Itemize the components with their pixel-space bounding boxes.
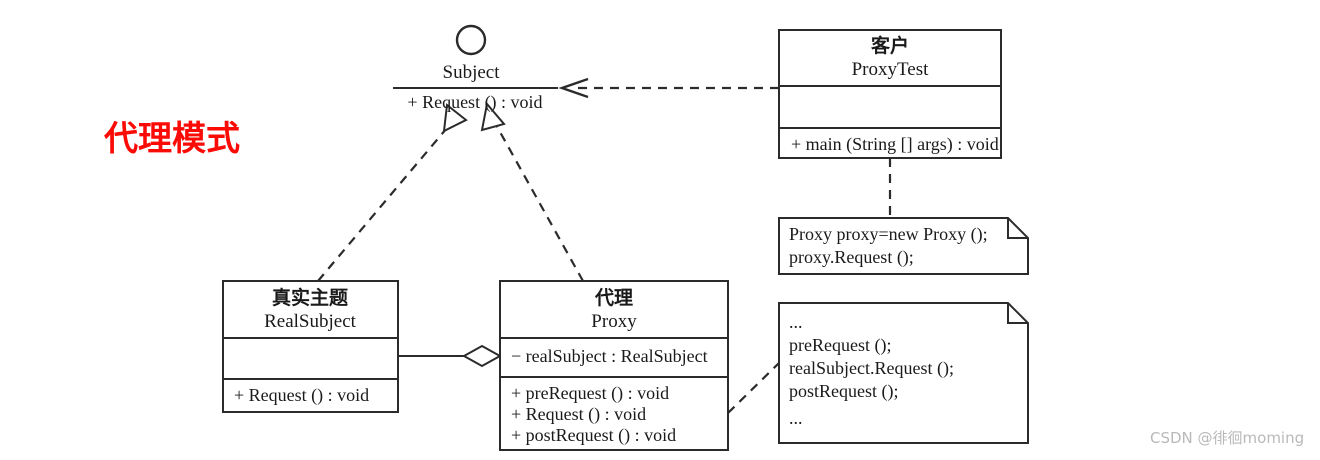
note-proxy-line-3: postRequest (); bbox=[789, 381, 899, 402]
lollipop-circle-icon bbox=[455, 24, 487, 56]
class-proxy-attribute-0: − realSubject : RealSubject bbox=[511, 346, 708, 366]
interface-name: Subject bbox=[443, 62, 501, 83]
class-realsubject-name-en: RealSubject bbox=[264, 311, 357, 332]
note-client-line-0: Proxy proxy=new Proxy (); bbox=[789, 224, 988, 245]
note-fold-icon bbox=[1007, 218, 1028, 239]
relation-client-uses-subject bbox=[558, 77, 779, 99]
note-proxy-line-1: preRequest (); bbox=[789, 335, 891, 356]
class-box-realsubject[interactable]: 真实主题 RealSubject + Request () : void bbox=[222, 280, 399, 413]
class-proxy-operation-1: + Request () : void bbox=[511, 404, 646, 425]
class-proxy-name-en: Proxy bbox=[591, 311, 637, 332]
class-proxy-name-cn: 代理 bbox=[594, 287, 633, 309]
note-client-line-1: proxy.Request (); bbox=[789, 247, 914, 268]
class-realsubject-name-cn: 真实主题 bbox=[272, 286, 348, 309]
relation-realsubject-implements-subject bbox=[317, 103, 468, 282]
note-proxy-line-2: realSubject.Request (); bbox=[789, 358, 954, 379]
note-fold-icon bbox=[1007, 303, 1028, 324]
watermark-text: CSDN @徘徊moming bbox=[1150, 429, 1304, 447]
class-client-name-en: ProxyTest bbox=[852, 59, 930, 80]
note-proxy-line-4: ... bbox=[789, 408, 803, 428]
interface-operation: + Request () : void bbox=[407, 92, 542, 113]
note-proxy-line-0: ... bbox=[789, 312, 803, 332]
relation-proxy-implements-subject bbox=[480, 101, 584, 282]
class-proxy-operation-0: + preRequest () : void bbox=[511, 383, 669, 404]
note-proxy[interactable]: ... preRequest (); realSubject.Request (… bbox=[778, 302, 1029, 444]
class-realsubject-operation-0: + Request () : void bbox=[234, 385, 369, 406]
note-client[interactable]: Proxy proxy=new Proxy (); proxy.Request … bbox=[778, 217, 1029, 275]
class-proxy-operation-2: + postRequest () : void bbox=[511, 425, 676, 446]
relation-proxy-aggregates-realsubject bbox=[398, 344, 503, 368]
class-client-name-cn: 客户 bbox=[871, 34, 909, 57]
class-box-client[interactable]: 客户 ProxyTest + main (String [] args) : v… bbox=[778, 29, 1002, 159]
relation-proxy-note-link bbox=[727, 362, 780, 414]
class-client-operation-0: + main (String [] args) : void bbox=[791, 134, 999, 155]
interface-subject[interactable]: Subject + Request () : void bbox=[393, 24, 558, 113]
class-box-proxy[interactable]: 代理 Proxy − realSubject : RealSubject + p… bbox=[499, 280, 729, 451]
diagram-title: 代理模式 bbox=[103, 119, 240, 159]
